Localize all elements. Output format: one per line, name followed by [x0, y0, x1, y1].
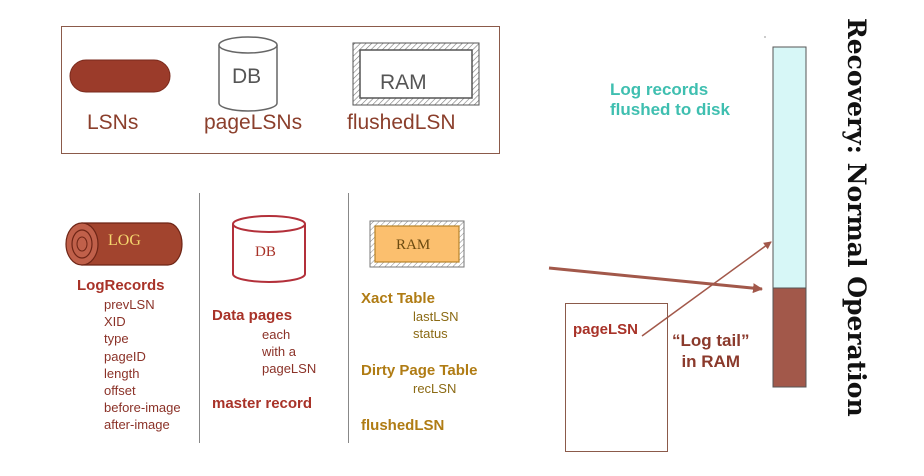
pagelsn-box	[565, 303, 668, 452]
lsn-cylinder-icon	[69, 59, 171, 93]
logrecords-field: offset	[104, 383, 136, 399]
logrecords-field: prevLSN	[104, 297, 155, 312]
flush-arrow	[548, 266, 763, 294]
legend-ram-text: RAM	[380, 71, 427, 94]
logrecords-field: before-image	[104, 400, 181, 416]
db-red-icon-text: DB	[255, 244, 276, 260]
ram-orange-chip-icon	[369, 220, 465, 268]
ram-orange-icon-text: RAM	[396, 237, 431, 253]
legend-db-text: DB	[232, 65, 262, 88]
pagelsn-arrow	[641, 241, 772, 337]
log-flushed-caption-line: Log records	[610, 80, 709, 99]
log-flushed-caption: Log records flushed to disk	[610, 80, 730, 120]
xact-table-heading: Xact Table	[361, 290, 435, 307]
logrecords-field: after-image	[104, 417, 170, 433]
logrecords-field: type	[104, 331, 129, 347]
legend-lsns-label: LSNs	[87, 111, 139, 134]
db-red-cylinder-icon	[232, 215, 306, 283]
logrecords-field: length	[104, 365, 140, 381]
data-pages-sub-line: with a	[262, 344, 296, 360]
xact-table-field: lastLSN	[413, 309, 459, 324]
master-record-label: master record	[212, 395, 313, 412]
legend-box: DB RAM LSNs pageLSNs flushedLSN	[61, 26, 500, 154]
ram-chip-icon	[352, 42, 480, 106]
log-tail-segment	[772, 287, 807, 388]
pagelsn-label: pageLSN	[573, 321, 639, 338]
logrecords-field: XID	[104, 314, 126, 330]
dirty-page-table-heading: Dirty Page Table	[361, 362, 478, 379]
log-flushed-caption-line: flushed to disk	[610, 100, 730, 119]
log-tail-caption-line: “Log tail”	[672, 331, 750, 350]
logrecords-field: pageID	[104, 348, 146, 364]
page-title: Recovery: Normal Operation	[842, 18, 871, 417]
divider-1	[199, 193, 200, 443]
log-cylinder-icon	[65, 222, 183, 266]
log-flushed-segment	[772, 46, 807, 289]
dirty-page-table-field: recLSN	[413, 381, 457, 396]
xact-table-field: status	[413, 326, 448, 341]
data-pages-sub-line: each	[262, 327, 291, 342]
flushedlsn-label: flushedLSN	[361, 417, 445, 434]
xact-table-fields: lastLSN status	[413, 308, 459, 342]
data-pages-sub: each with a pageLSN	[262, 326, 316, 378]
logrecords-field-list: prevLSN XID type pageID length offset be…	[104, 296, 181, 434]
db-cylinder-icon	[218, 36, 278, 112]
log-tail-caption: “Log tail” in RAM	[672, 330, 749, 372]
dirty-page-table-fields: recLSN	[413, 380, 456, 397]
legend-flushedlsn-label: flushedLSN	[347, 111, 456, 134]
data-pages-heading: Data pages	[212, 307, 293, 324]
log-tail-caption-line: in RAM	[681, 352, 740, 371]
divider-2	[348, 193, 349, 443]
legend-pagelsns-label: pageLSNs	[204, 111, 303, 134]
data-pages-sub-line: pageLSN	[262, 361, 317, 377]
logrecords-heading: LogRecords	[77, 277, 165, 294]
log-icon-text: LOG	[108, 232, 141, 249]
